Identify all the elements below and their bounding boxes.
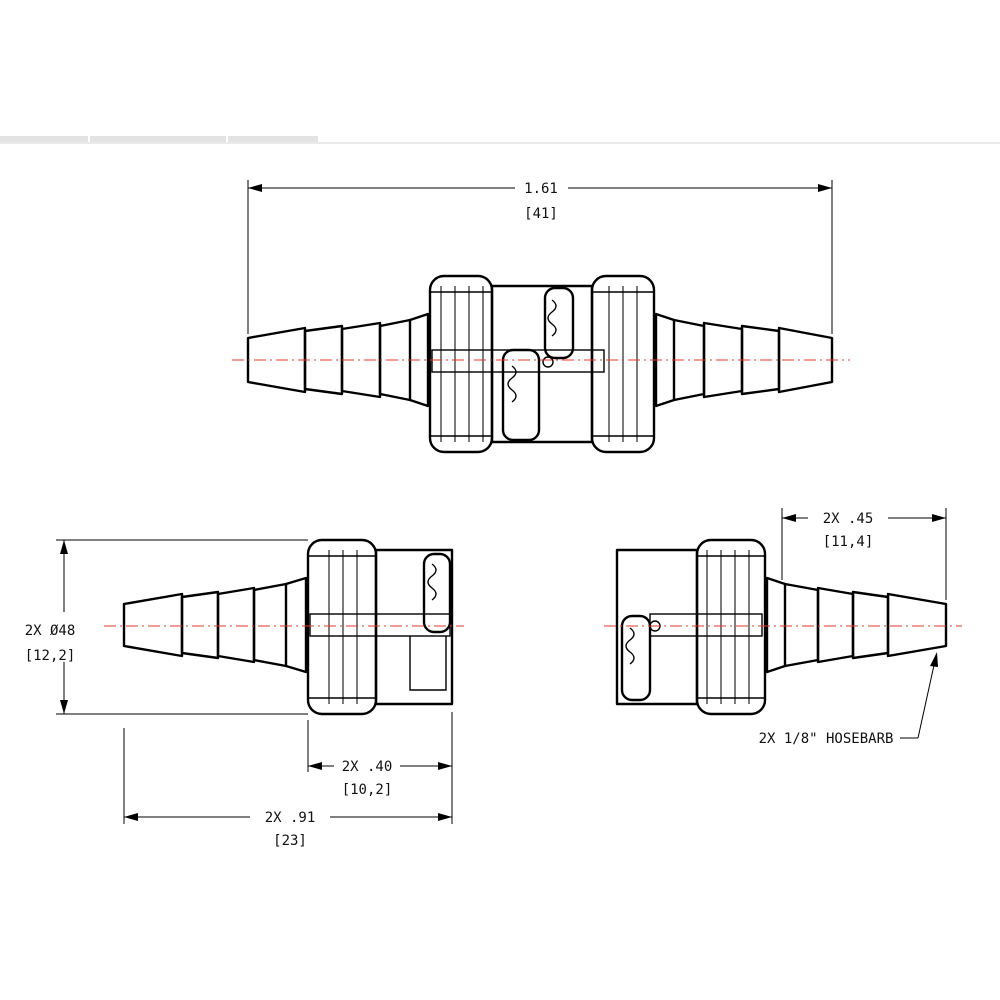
left-hosebarb (246, 312, 430, 408)
latch-bottom[interactable] (501, 348, 541, 442)
diameter-value: 2X Ø48 (25, 623, 76, 639)
left-insert-hosebarb (122, 576, 308, 674)
body-length-value: 2X .40 (342, 759, 393, 775)
right-insert-hosebarb (765, 576, 948, 674)
insert-length-value: 2X .91 (265, 810, 316, 826)
body-length-metric: [10,2] (342, 782, 393, 798)
barb-length-metric: [11,4] (823, 534, 874, 550)
body-half-view (104, 538, 464, 716)
latch-top[interactable] (543, 286, 575, 360)
dimension-overall-length: 1.61 [41] (247, 180, 833, 334)
latch[interactable] (620, 614, 652, 702)
barb-length-value: 2X .45 (823, 511, 874, 527)
dimension-insert-length: 2X .91 [23] (123, 728, 452, 849)
insert-nut (695, 538, 767, 716)
dimension-barb-length: 2X .45 [11,4] (781, 508, 947, 600)
hosebarb-callout: 2X 1/8" HOSEBARB (759, 652, 938, 747)
header-bar (0, 136, 1000, 144)
dimension-diameter: 2X Ø48 [12,2] (25, 539, 308, 715)
latch-logo-icon (547, 299, 557, 337)
header-tab-1[interactable] (0, 136, 88, 142)
header-tab-2[interactable] (90, 136, 226, 142)
dimension-body-length: 2X .40 [10,2] (307, 712, 453, 824)
overall-length-value: 1.61 (524, 181, 558, 197)
body-housing (309, 548, 454, 706)
overall-length-metric: [41] (524, 206, 558, 222)
latch-logo-icon (625, 627, 635, 665)
body-nut (306, 538, 378, 716)
diameter-metric: [12,2] (25, 648, 76, 664)
insert-half-view (604, 538, 962, 716)
hosebarb-label: 2X 1/8" HOSEBARB (759, 731, 894, 747)
assembly-top-view (232, 274, 850, 454)
left-nut (428, 274, 494, 454)
right-nut (590, 274, 656, 454)
insert-length-metric: [23] (273, 833, 307, 849)
latch[interactable] (422, 552, 452, 634)
latch-logo-icon (427, 563, 437, 601)
header-tab-3[interactable] (228, 136, 318, 142)
